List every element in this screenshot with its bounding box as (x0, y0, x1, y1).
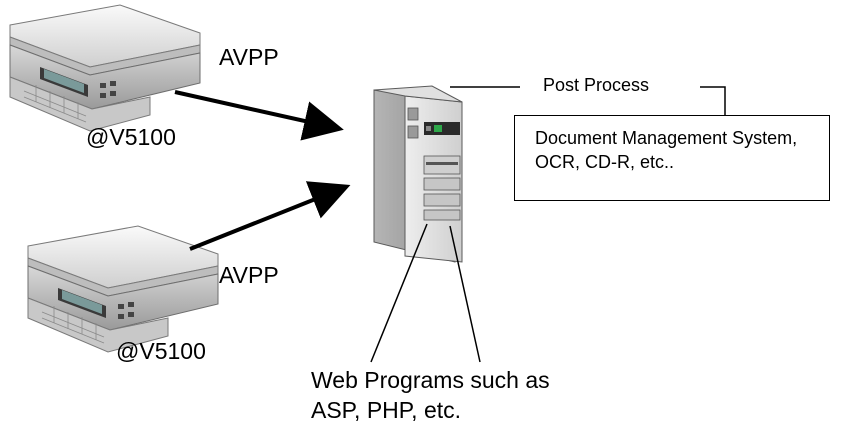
web-line-left (370, 223, 428, 363)
post-process-label: Post Process (543, 75, 650, 95)
server-tower-icon (373, 85, 463, 263)
post-process-box-text: Document Management System, OCR, CD-R, e… (535, 128, 798, 172)
post-process-connector (700, 86, 726, 115)
scanner-model-bottom: @V5100 (116, 338, 206, 364)
avpp-label-bottom: AVPP (219, 262, 279, 288)
web-line-right (449, 225, 481, 363)
avpp-label-top: AVPP (219, 44, 279, 70)
web-programs-label: Web Programs such as ASP, PHP, etc. (311, 367, 550, 423)
scanner-icon (9, 4, 201, 132)
arrow-top (174, 90, 344, 141)
arrow-bottom (189, 181, 351, 251)
scanner-model-top: @V5100 (86, 124, 176, 150)
post-process-box: Document Management System, OCR, CD-R, e… (514, 115, 830, 201)
scanner-icon (27, 225, 219, 353)
